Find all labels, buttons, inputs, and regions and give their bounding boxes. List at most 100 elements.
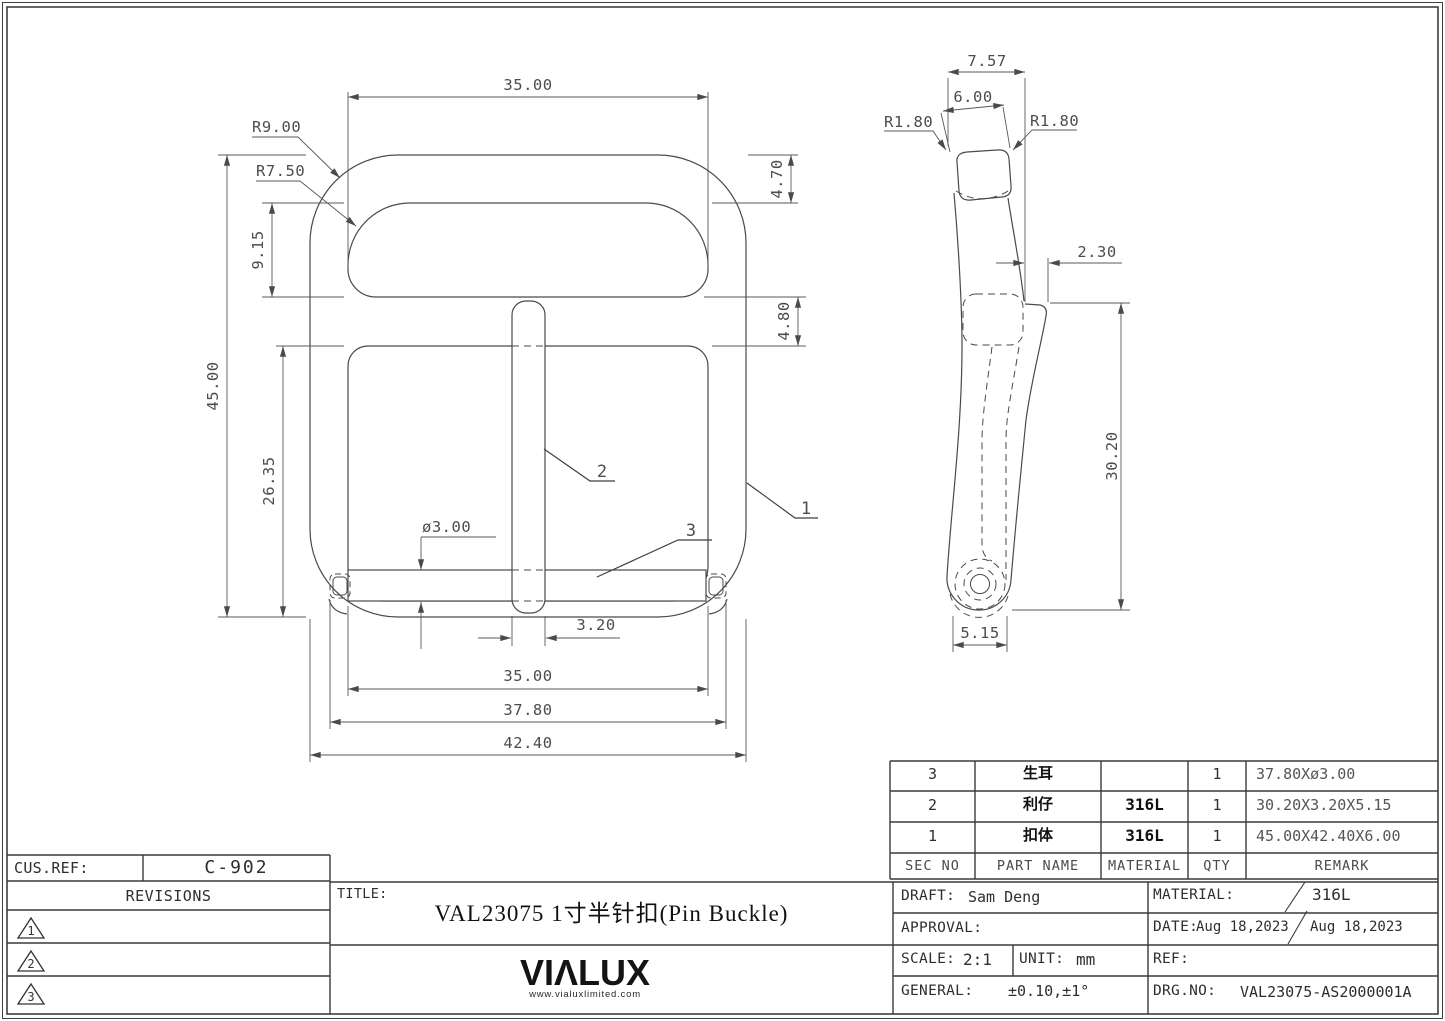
revisions-label: REVISIONS: [125, 887, 212, 905]
pin-pivot-hole: [970, 574, 990, 594]
revision-number: 3: [27, 990, 34, 1004]
table-header-part: PART NAME: [996, 858, 1080, 874]
triangle-icon: [16, 949, 46, 972]
table-cell-remark: 30.20X3.20X5.15: [1256, 796, 1392, 814]
material-value: 316L: [1312, 885, 1351, 904]
frame-notch-arc-left: [328, 598, 348, 615]
frame-bar-hidden-section: [962, 293, 1024, 346]
drg-no-value: VAL23075-AS2000001A: [1240, 983, 1412, 1001]
spring-bar-tab-left-hidden: [329, 573, 351, 599]
title-block-grid: [7, 854, 1438, 1014]
dim-bend-offset: 2.30: [1077, 243, 1116, 261]
table-cell-material: 316L: [1125, 826, 1164, 845]
table-header-remark: REMARK: [1314, 858, 1370, 874]
pin-hidden-inner-lines: [949, 346, 1020, 618]
scale-label: SCALE:: [901, 951, 956, 967]
pin-hidden-edges: [512, 345, 545, 602]
pin-front: [511, 300, 546, 614]
balloon-pin: 2: [597, 462, 607, 482]
dim-tab-width: 37.80: [503, 701, 552, 719]
table-cell-part: 扣体: [1022, 826, 1053, 844]
side-view-pin: [946, 149, 1047, 618]
general-value: ±0.10,±1°: [1008, 982, 1090, 1000]
dim-pin-length: 30.20: [1103, 431, 1121, 480]
table-cell-qty: 1: [1212, 827, 1222, 845]
balloon-bar: 3: [686, 521, 696, 541]
draft-label: DRAFT:: [901, 888, 956, 904]
pin-left-profile: [946, 192, 963, 577]
dim-radius-slot: R7.50: [256, 162, 305, 180]
dim-top-width: 7.57: [967, 52, 1006, 70]
material-slash: [1284, 881, 1306, 913]
table-cell-remark: 45.00X42.40X6.00: [1256, 827, 1401, 845]
table-cell-remark: 37.80Xø3.00: [1256, 765, 1356, 783]
frame-notch-arc-right: [708, 598, 728, 615]
revision-marker-3: 3: [16, 982, 46, 1005]
balloon-frame: 1: [801, 499, 811, 519]
general-label: GENERAL:: [901, 983, 974, 999]
approval-label: APPROVAL:: [901, 920, 983, 936]
date-slash: [1287, 910, 1308, 945]
title-label: TITLE:: [337, 886, 388, 902]
buckle-frame-outline: [309, 154, 747, 618]
dim-overall-width: 42.40: [503, 734, 552, 752]
dim-radius-right: R1.80: [1030, 112, 1079, 130]
table-cell-part: 利仔: [1022, 795, 1053, 813]
date-value-2: Aug 18,2023: [1310, 919, 1403, 935]
ref-label: REF:: [1153, 951, 1190, 967]
dim-radius-left: R1.80: [884, 113, 933, 131]
dim-foot-width: 5.15: [960, 624, 999, 642]
triangle-icon: [16, 982, 46, 1005]
pin-head-hidden-edge: [955, 189, 1011, 200]
dim-top-rail: 4.70: [768, 159, 786, 198]
material-label: MATERIAL:: [1153, 887, 1235, 903]
table-cell-part: 生耳: [1022, 764, 1053, 782]
dim-pin-width: 3.20: [576, 616, 615, 634]
table-header-material: MATERIAL: [1107, 858, 1182, 874]
table-cell-sec: 2: [927, 796, 938, 814]
date-label: DATE:: [1153, 919, 1199, 935]
spring-bar-tab-right-hidden: [705, 573, 727, 599]
dim-window-height: 26.35: [260, 456, 278, 505]
buckle-top-slot: [347, 202, 709, 298]
table-cell-material: 316L: [1125, 795, 1164, 814]
vialux-website: www.vialuxlimited.com: [529, 989, 641, 1000]
table-cell-qty: 1: [1212, 765, 1222, 783]
spring-bar-tab-left: [332, 576, 348, 596]
triangle-icon: [16, 916, 46, 939]
spring-bar-tab-right: [708, 576, 724, 596]
dim-bridge-gap: 4.80: [775, 301, 793, 340]
unit-value: mm: [1076, 950, 1096, 969]
dim-width-top: 35.00: [503, 76, 552, 94]
dim-slot-height: 9.15: [249, 230, 267, 269]
dim-radius-outer: R9.00: [252, 118, 301, 136]
draft-value: Sam Deng: [968, 888, 1041, 906]
dim-bar-diameter: ø3.00: [422, 518, 471, 536]
table-header-sec: SEC NO: [905, 858, 960, 874]
parts-table-grid: [889, 760, 1438, 880]
unit-label: UNIT:: [1019, 951, 1065, 967]
scale-value: 2:1: [963, 950, 992, 969]
dim-overall-height: 45.00: [204, 361, 222, 410]
dim-head-width: 6.00: [953, 88, 992, 106]
revision-number: 2: [27, 957, 34, 971]
pin-right-profile-upper: [1007, 197, 1025, 302]
revision-marker-2: 2: [16, 949, 46, 972]
dim-bar-width: 35.00: [503, 667, 552, 685]
pin-head-outline: [956, 149, 1012, 201]
revision-number: 1: [27, 924, 34, 938]
pin-foot-arc: [946, 575, 1012, 611]
table-cell-qty: 1: [1212, 796, 1222, 814]
side-view-dimensions: [884, 68, 1130, 652]
cus-ref-label: CUS.REF:: [14, 859, 89, 877]
revision-marker-1: 1: [16, 916, 46, 939]
cus-ref-value: C-902: [204, 857, 269, 878]
date-value-1: Aug 18,2023: [1196, 919, 1289, 935]
drg-no-label: DRG.NO:: [1153, 983, 1217, 999]
drawing-title: VAL23075 1寸半针扣(Pin Buckle): [434, 901, 789, 926]
pin-right-profile-lower: [1010, 303, 1047, 581]
table-header-qty: QTY: [1203, 858, 1231, 874]
